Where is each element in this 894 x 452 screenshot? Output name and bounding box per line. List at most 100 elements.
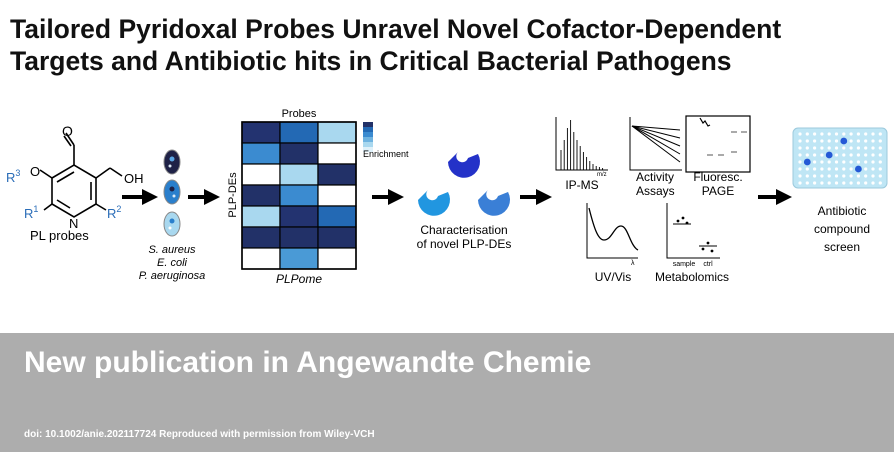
plate-well xyxy=(798,174,802,178)
legend-swatch xyxy=(363,132,373,137)
plate-well xyxy=(813,146,817,150)
heatmap-cell xyxy=(279,205,319,228)
plate-well xyxy=(871,132,875,136)
bacterium-e-coli xyxy=(163,179,181,205)
plate-well xyxy=(856,139,861,143)
r2-label: R2 xyxy=(107,204,121,221)
plate-well xyxy=(842,153,846,157)
uvvis-curve xyxy=(588,207,639,251)
plate-well xyxy=(820,139,824,143)
plate-well xyxy=(798,181,802,185)
metabolomics-points xyxy=(676,216,714,253)
bacterium-s-aureus xyxy=(163,149,181,175)
heatmap-cell xyxy=(279,163,319,186)
plate-well xyxy=(856,174,861,178)
metabolomics-sample-label: sample xyxy=(673,261,696,268)
ether-bond xyxy=(39,169,53,179)
plate-well xyxy=(834,160,839,164)
plate-well xyxy=(871,146,875,150)
legend-swatch xyxy=(363,127,373,132)
gel-frame xyxy=(685,115,751,173)
plate-well xyxy=(878,139,882,143)
ring-double-bond-3 xyxy=(56,199,71,209)
plate-well xyxy=(805,181,809,185)
screen-label-1: Antibiotic xyxy=(818,204,867,218)
hydroxyl-label: OH xyxy=(124,171,144,186)
plate-well xyxy=(834,132,839,136)
gel-pointer-arrow xyxy=(699,117,711,127)
plate-well xyxy=(805,167,809,171)
plate-well xyxy=(856,181,861,185)
plate-well xyxy=(849,167,853,171)
plate-well xyxy=(878,160,882,164)
characterisation-line-2: of novel PLP-DEs xyxy=(417,237,512,251)
r2-bond xyxy=(95,203,107,211)
plate-well xyxy=(878,181,882,185)
plate-hit-well xyxy=(825,151,833,159)
plate-well xyxy=(864,146,868,150)
plate-hit-well xyxy=(803,158,811,166)
heatmap-cell xyxy=(317,205,357,228)
aldehyde-co-double xyxy=(63,135,72,147)
heatmap-border xyxy=(241,121,357,270)
plate-well xyxy=(820,153,824,157)
legend-swatch xyxy=(363,147,373,152)
plate-well xyxy=(878,167,882,171)
plate-well xyxy=(856,146,861,150)
heatmap-cell xyxy=(241,142,281,165)
plate-well xyxy=(849,181,853,185)
plate-well xyxy=(798,139,802,143)
characterisation-line-1: Characterisation xyxy=(420,223,507,237)
plate-well xyxy=(813,181,817,185)
plate-well xyxy=(849,146,853,150)
plate-well xyxy=(820,181,824,185)
r1-label: R1 xyxy=(24,204,38,221)
activity-line-1 xyxy=(631,125,681,131)
pl-probe-structure xyxy=(39,132,123,218)
plate-well xyxy=(834,153,839,157)
ch2-oh-bond xyxy=(109,167,123,177)
heatmap-grid xyxy=(241,121,357,270)
uvvis-plot xyxy=(586,203,639,259)
plate-well xyxy=(827,181,831,185)
plate-hit-well xyxy=(855,165,862,173)
plate-well xyxy=(834,181,839,185)
heatmap-plpome-label: PLPome xyxy=(276,272,322,286)
ipms-axis-label: m/z xyxy=(597,172,607,178)
plate-well xyxy=(864,139,868,143)
ipms-axes xyxy=(555,117,608,171)
screen-label-3: screen xyxy=(824,240,860,254)
activity-line-3 xyxy=(631,125,681,147)
title-line-1: Tailored Pyridoxal Probes Unravel Novel … xyxy=(10,14,782,44)
heatmap-cell xyxy=(241,205,281,228)
plate-well xyxy=(798,132,802,136)
plate-well xyxy=(864,132,868,136)
plate-well xyxy=(871,167,875,171)
heatmap-legend-label: Enrichment xyxy=(363,149,409,159)
plate-well xyxy=(856,153,861,157)
plate-well xyxy=(849,174,853,178)
plate-well xyxy=(878,153,882,157)
heatmap-cell xyxy=(317,184,357,207)
plate-well xyxy=(842,167,846,171)
plate-well xyxy=(834,146,839,150)
plate-well xyxy=(849,139,853,143)
metabolomics-axes xyxy=(666,203,720,259)
heatmap-probes-label: Probes xyxy=(282,108,317,120)
plate-well xyxy=(842,181,846,185)
enzyme-shape-left xyxy=(418,190,450,216)
plate-well xyxy=(878,146,882,150)
plate-hit-well xyxy=(840,137,848,145)
aldehyde-o-label: O xyxy=(62,123,73,139)
plate-well xyxy=(871,181,875,185)
plate-well xyxy=(813,139,817,143)
plate-well xyxy=(798,160,802,164)
plate-well xyxy=(842,146,846,150)
publication-banner: New publication in Angewandte Chemie doi… xyxy=(0,333,894,452)
plate-well xyxy=(878,174,882,178)
fluoresc-label-1: Fluoresc. xyxy=(693,170,742,184)
page-title: Tailored Pyridoxal Probes Unravel Novel … xyxy=(10,13,890,77)
plate-well xyxy=(827,160,831,164)
plate-well xyxy=(813,174,817,178)
enzyme-shape-top xyxy=(448,152,480,178)
